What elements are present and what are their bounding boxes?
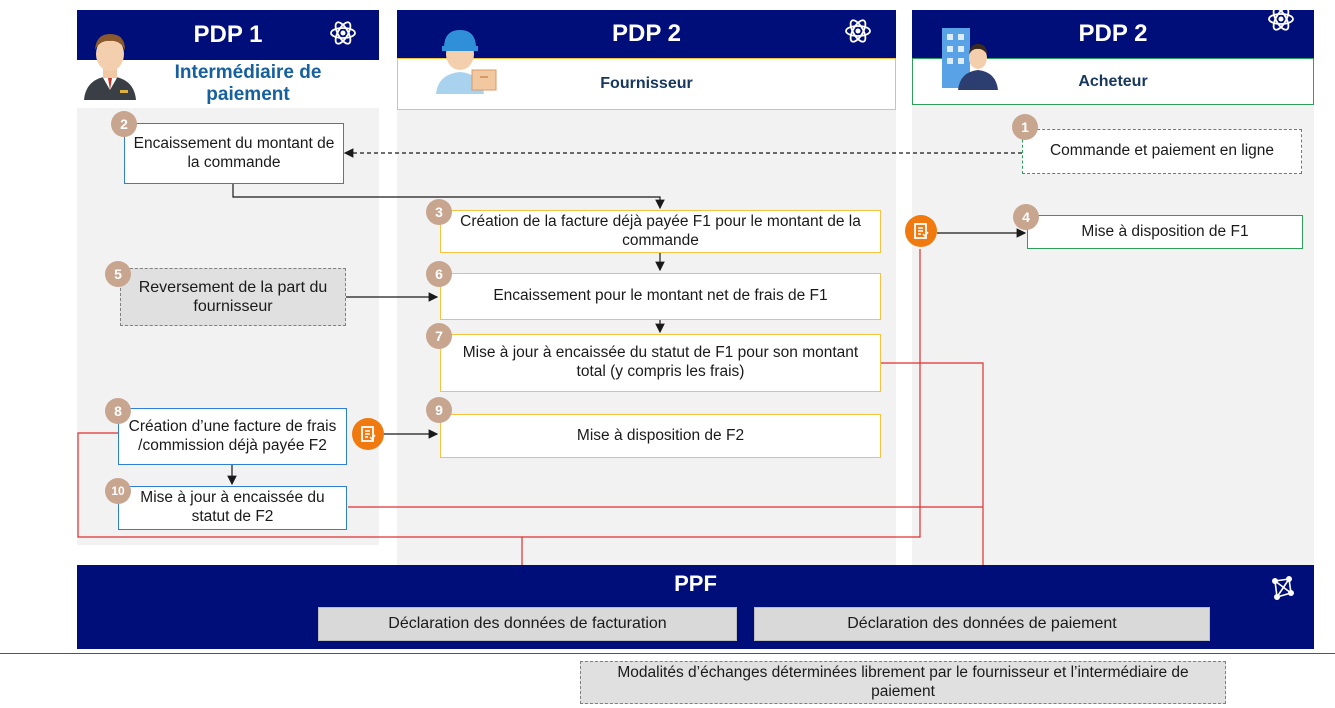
step-text-2: Encaissement du montant de la commande xyxy=(133,134,335,171)
legend-text: Modalités d’échanges déterminées libreme… xyxy=(617,663,1189,700)
step-text-3: Création de la facture déjà payée F1 pou… xyxy=(460,212,861,249)
step-number-3: 3 xyxy=(435,204,443,220)
step-badge-6: 6 xyxy=(426,261,452,287)
billing-data-declaration: Déclaration des données de facturation xyxy=(318,607,737,641)
payment-data-declaration-label: Déclaration des données de paiement xyxy=(847,615,1117,632)
step-box-9: Mise à disposition de F2 xyxy=(440,414,881,458)
supplier-avatar-icon xyxy=(436,30,497,94)
step-box-7: Mise à jour à encaissée du statut de F1 … xyxy=(440,334,881,392)
invoice-document-icon xyxy=(352,418,384,450)
step-badge-4: 4 xyxy=(1013,204,1039,230)
header-pdp1: PDP 1 xyxy=(77,10,379,60)
header-pdp1-label: PDP 1 xyxy=(193,21,263,48)
divider xyxy=(0,653,1335,654)
step-badge-3: 3 xyxy=(426,199,452,225)
buyer-avatar-icon xyxy=(942,28,998,90)
atom-icon xyxy=(845,19,871,43)
step-text-7: Mise à jour à encaissée du statut de F1 … xyxy=(462,344,859,380)
step-box-5: Reversement de la part du fournisseur xyxy=(120,268,346,326)
role-payment-intermediary-label: Intermédiaire de paiement xyxy=(174,62,322,105)
payment-data-declaration: Déclaration des données de paiement xyxy=(754,607,1210,641)
red-arrows xyxy=(77,249,988,605)
step-number-4: 4 xyxy=(1022,209,1030,225)
step-number-2: 2 xyxy=(120,116,128,132)
step-badge-2: 2 xyxy=(111,111,137,137)
step-text-10: Mise à jour à encaissée du statut de F2 xyxy=(140,489,325,525)
step-box-1: Commande et paiement en ligne xyxy=(1022,129,1302,174)
atom-icon xyxy=(1268,7,1294,31)
step-box-8: Création d’une facture de frais /commiss… xyxy=(118,408,347,465)
step-box-4: Mise à disposition de F1 xyxy=(1027,215,1303,249)
step-number-1: 1 xyxy=(1021,119,1029,135)
step-box-6: Encaissement pour le montant net de frai… xyxy=(440,273,881,320)
billing-data-declaration-label: Déclaration des données de facturation xyxy=(388,615,667,632)
role-buyer-label: Acheteur xyxy=(1078,72,1148,90)
header-pdp2-buyer-label: PDP 2 xyxy=(1078,20,1148,47)
step-badge-10: 10 xyxy=(105,478,131,504)
header-pdp2-supplier: PDP 2 xyxy=(397,10,896,58)
step-number-5: 5 xyxy=(114,266,122,282)
step-box-2: Encaissement du montant de la commande xyxy=(124,123,344,184)
step-text-6: Encaissement pour le montant net de frai… xyxy=(493,287,828,305)
step-text-5: Reversement de la part du fournisseur xyxy=(138,278,328,315)
atom-icon xyxy=(330,21,356,45)
step-number-8: 8 xyxy=(114,403,122,419)
step-text-4: Mise à disposition de F1 xyxy=(1081,222,1249,240)
step-badge-5: 5 xyxy=(105,261,131,287)
step-badge-9: 9 xyxy=(426,397,452,423)
role-supplier-label: Fournisseur xyxy=(600,75,693,92)
payment-intermediary-avatar-icon xyxy=(84,34,136,100)
step-badge-7: 7 xyxy=(426,323,452,349)
step-number-7: 7 xyxy=(435,328,443,344)
step-number-6: 6 xyxy=(435,266,443,282)
step-text-8: Création d’une facture de frais /commiss… xyxy=(128,417,337,454)
step-text-9: Mise à disposition de F2 xyxy=(576,426,745,444)
step-box-3: Création de la facture déjà payée F1 pou… xyxy=(440,210,881,253)
step-text-1: Commande et paiement en ligne xyxy=(1049,142,1275,160)
header-pdp2-supplier-label: PDP 2 xyxy=(612,20,681,47)
step-badge-1: 1 xyxy=(1012,114,1038,140)
step-box-10: Mise à jour à encaissée du statut de F2 xyxy=(118,486,347,530)
network-icon xyxy=(1272,576,1294,600)
step-number-10: 10 xyxy=(111,484,125,498)
step-badge-8: 8 xyxy=(105,398,131,424)
step-number-9: 9 xyxy=(435,402,443,418)
black-arrows xyxy=(227,148,1027,486)
ppf-title: PPF xyxy=(674,571,717,596)
invoice-document-icon xyxy=(905,215,937,247)
legend-box: Modalités d’échanges déterminées libreme… xyxy=(580,661,1226,704)
